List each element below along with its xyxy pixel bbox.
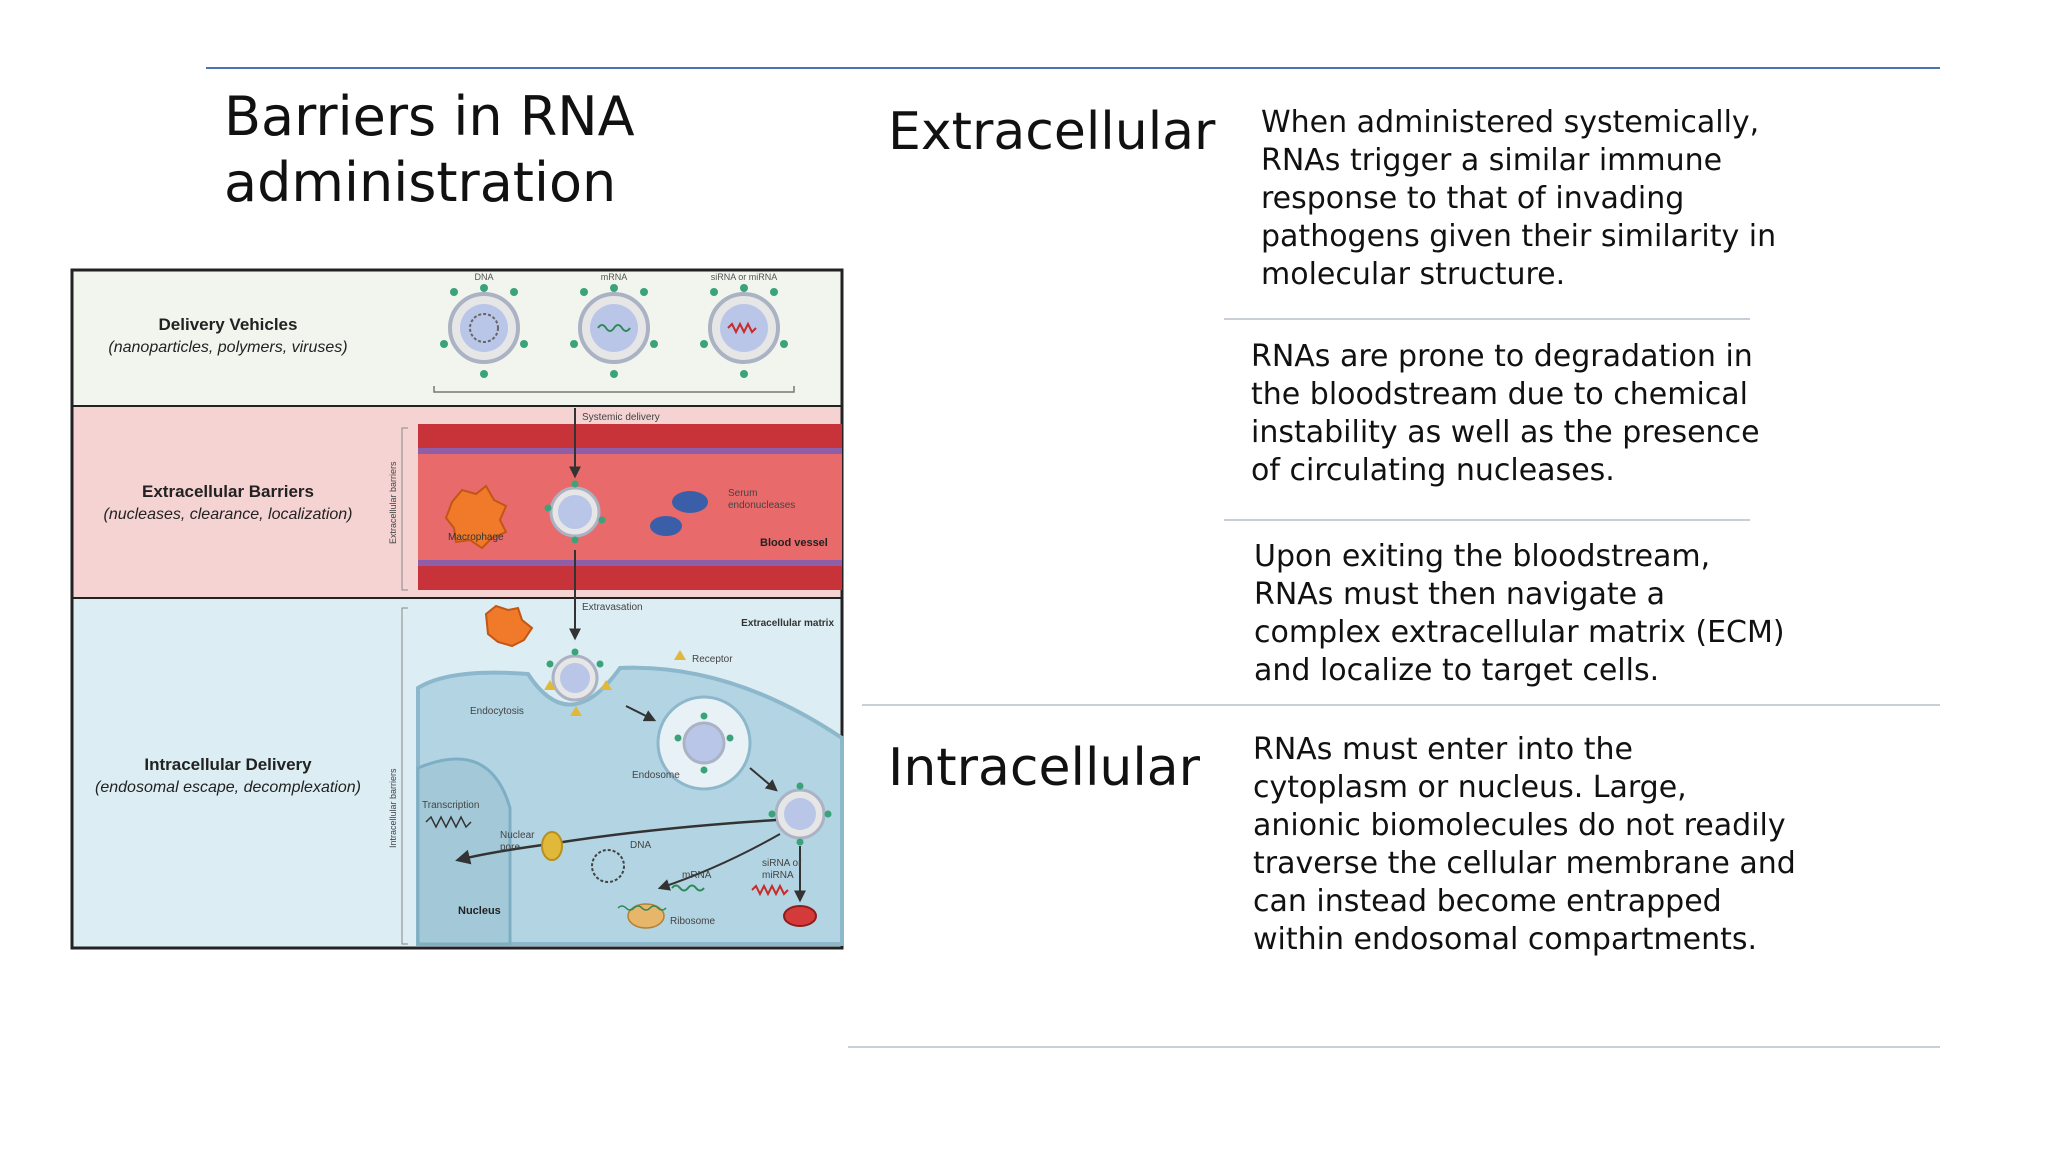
extracellular-paragraph-2: RNAs are prone to degradation in the blo… bbox=[1251, 338, 1760, 490]
nuclear-pore-label-2: pore bbox=[500, 842, 520, 853]
text-line: traverse the cellular membrane and bbox=[1253, 846, 1796, 881]
receptor-icons bbox=[544, 650, 686, 716]
endosome-label: Endosome bbox=[632, 770, 680, 781]
text-line: can instead become entrapped bbox=[1253, 884, 1722, 919]
endocytosis-label: Endocytosis bbox=[470, 706, 524, 717]
top-rule bbox=[206, 67, 1940, 69]
transcription-label: Transcription bbox=[422, 800, 479, 811]
text-line: instability as well as the presence bbox=[1251, 415, 1760, 450]
ribosome-icon bbox=[617, 903, 667, 929]
blood-vessel-label: Blood vessel bbox=[760, 537, 828, 549]
extracellular-paragraph-3: Upon exiting the bloodstream, RNAs must … bbox=[1254, 538, 1785, 690]
nuclear-pore-label-1: Nuclear bbox=[500, 830, 535, 841]
ecm-label: Extracellular matrix bbox=[741, 618, 834, 629]
intracellular-side-label: Intracellular barriers bbox=[388, 768, 398, 848]
particle-in-vessel bbox=[544, 480, 606, 544]
title-line-1: Barriers in RNA bbox=[224, 85, 635, 148]
vehicle-dna bbox=[448, 292, 520, 364]
text-line: anionic biomolecules do not readily bbox=[1253, 808, 1786, 843]
intracellular-delivery-subtitle: (endosomal escape, decomplexation) bbox=[95, 779, 361, 796]
text-line: within endosomal compartments. bbox=[1253, 922, 1758, 957]
text-line: response to that of invading bbox=[1261, 181, 1685, 216]
slide-title: Barriers in RNA administration bbox=[224, 84, 635, 216]
serum-label-2: endonucleases bbox=[728, 500, 795, 511]
rna-delivery-figure: Delivery Vehicles (nanoparticles, polyme… bbox=[70, 268, 844, 950]
dna-label: DNA bbox=[630, 840, 651, 851]
divider-extracellular-1 bbox=[1224, 318, 1750, 320]
intracellular-delivery-title: Intracellular Delivery bbox=[144, 755, 312, 774]
vehicle-label-dna: DNA bbox=[474, 272, 493, 282]
text-line: RNAs must enter into the bbox=[1253, 732, 1633, 767]
text-line: complex extracellular matrix (ECM) bbox=[1254, 615, 1785, 650]
sirna-mark bbox=[751, 883, 789, 897]
text-line: cytoplasm or nucleus. Large, bbox=[1253, 770, 1687, 805]
vehicle-label-sirna: siRNA or miRNA bbox=[711, 272, 778, 282]
divider-extracellular-2 bbox=[1224, 519, 1750, 521]
endosome bbox=[656, 695, 752, 791]
mrna-label: mRNA bbox=[682, 870, 712, 881]
sirna-label-2: miRNA bbox=[762, 870, 794, 881]
text-line: the bloodstream due to chemical bbox=[1251, 377, 1749, 412]
macrophage-icon bbox=[444, 484, 508, 550]
delivery-vehicles-subtitle: (nanoparticles, polymers, viruses) bbox=[108, 339, 347, 356]
text-line: RNAs are prone to degradation in bbox=[1251, 339, 1753, 374]
figure-svg: Delivery Vehicles (nanoparticles, polyme… bbox=[70, 268, 844, 950]
heading-intracellular: Intracellular bbox=[888, 738, 1201, 798]
text-line: When administered systemically, bbox=[1261, 105, 1760, 140]
text-line: RNAs trigger a similar immune bbox=[1261, 143, 1723, 178]
vehicle-mrna bbox=[578, 292, 650, 364]
ribosome-label: Ribosome bbox=[670, 916, 715, 927]
vehicle-ligands bbox=[440, 284, 788, 378]
intracellular-paragraph-1: RNAs must enter into the cytoplasm or nu… bbox=[1253, 731, 1796, 959]
dna-icon bbox=[591, 849, 625, 883]
vehicle-sirna bbox=[708, 292, 780, 364]
figure-frame bbox=[70, 268, 844, 950]
nuclear-pore-icon bbox=[541, 831, 563, 861]
text-line: and localize to target cells. bbox=[1254, 653, 1660, 688]
delivery-vehicles-title: Delivery Vehicles bbox=[159, 315, 298, 334]
macrophage-small-icon bbox=[484, 604, 534, 648]
extracellular-side-label: Extracellular barriers bbox=[388, 461, 398, 544]
text-line: pathogens given their similarity in bbox=[1261, 219, 1777, 254]
text-line: of circulating nucleases. bbox=[1251, 453, 1615, 488]
endonuclease-icon bbox=[650, 491, 708, 536]
transcription-mark bbox=[425, 815, 472, 829]
mrna-mark bbox=[671, 884, 705, 892]
divider-section bbox=[862, 704, 1940, 706]
nucleus-label: Nucleus bbox=[458, 905, 501, 917]
heading-extracellular: Extracellular bbox=[888, 102, 1216, 162]
extravasation-label: Extravasation bbox=[582, 602, 643, 613]
text-line: molecular structure. bbox=[1261, 257, 1566, 292]
endocytosis-particle bbox=[546, 648, 604, 702]
released-particle bbox=[768, 782, 832, 846]
extracellular-barriers-subtitle: (nucleases, clearance, localization) bbox=[103, 506, 352, 523]
sirna-label-1: siRNA or bbox=[762, 858, 802, 869]
title-line-2: administration bbox=[224, 151, 617, 214]
macrophage-label: Macrophage bbox=[448, 532, 504, 543]
text-line: RNAs must then navigate a bbox=[1254, 577, 1665, 612]
risc-icon bbox=[783, 905, 817, 927]
serum-label-1: Serum bbox=[728, 488, 757, 499]
text-line: Upon exiting the bloodstream, bbox=[1254, 539, 1711, 574]
vehicle-label-mrna: mRNA bbox=[601, 272, 628, 282]
receptor-label: Receptor bbox=[692, 654, 733, 665]
bottom-rule bbox=[848, 1046, 1940, 1048]
extracellular-barriers-title: Extracellular Barriers bbox=[142, 482, 314, 501]
systemic-delivery-label: Systemic delivery bbox=[582, 412, 660, 423]
extracellular-paragraph-1: When administered systemically, RNAs tri… bbox=[1261, 104, 1776, 294]
